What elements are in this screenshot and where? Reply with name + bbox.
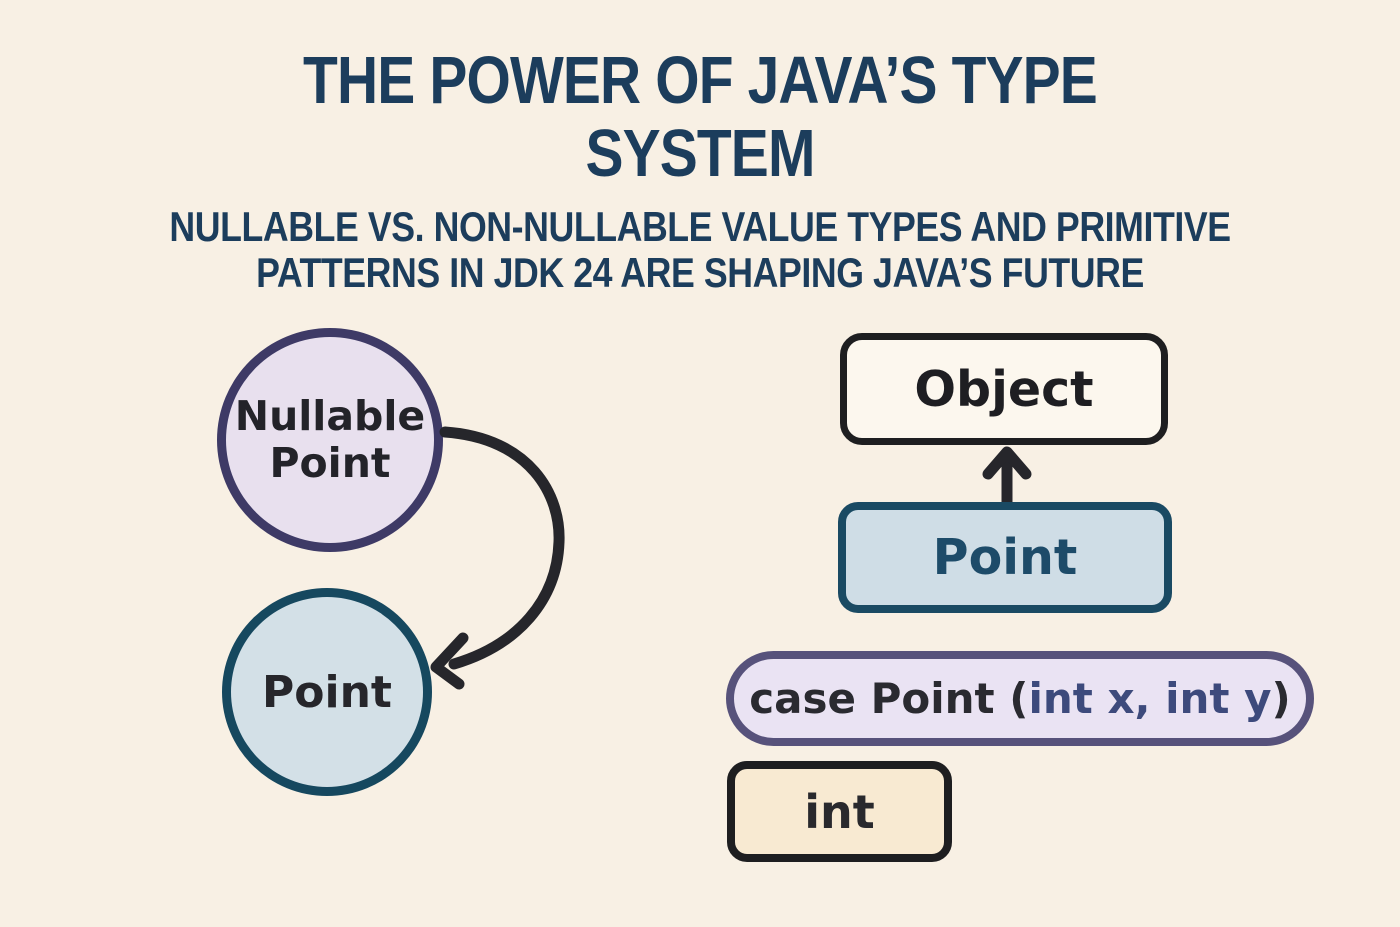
point-box: Point [838,502,1172,613]
page-title-line2: SYSTEM [585,116,815,191]
point-circle-label: Point [262,666,392,718]
nullable-to-point-arrow-icon [430,426,565,690]
record-pattern-pill: case Point (int x, int y) [726,651,1314,746]
page-title-line1: THE POWER OF JAVA’S TYPE [303,43,1098,118]
pattern-text: case Point (int x, int y) [749,674,1291,723]
int-box-label: int [804,784,875,839]
point-circle: Point [222,588,432,796]
page-subtitle-line1: NULLABLE VS. NON-NULLABLE VALUE TYPES AN… [169,203,1231,250]
point-box-label: Point [932,529,1078,586]
page-title: THE POWER OF JAVA’S TYPE SYSTEM [105,44,1295,190]
object-box-label: Object [914,360,1094,418]
page-subtitle: NULLABLE VS. NON-NULLABLE VALUE TYPES AN… [105,204,1295,296]
object-box: Object [840,333,1168,445]
nullable-point-circle: Nullable Point [217,328,443,552]
page-subtitle-line2: PATTERNS IN JDK 24 ARE SHAPING JAVA’S FU… [256,249,1144,296]
point-to-object-arrow-icon [982,446,1032,508]
pattern-params-keyword: int x, int y [1028,674,1272,723]
int-box: int [727,761,952,862]
nullable-point-label: Nullable Point [234,392,426,487]
